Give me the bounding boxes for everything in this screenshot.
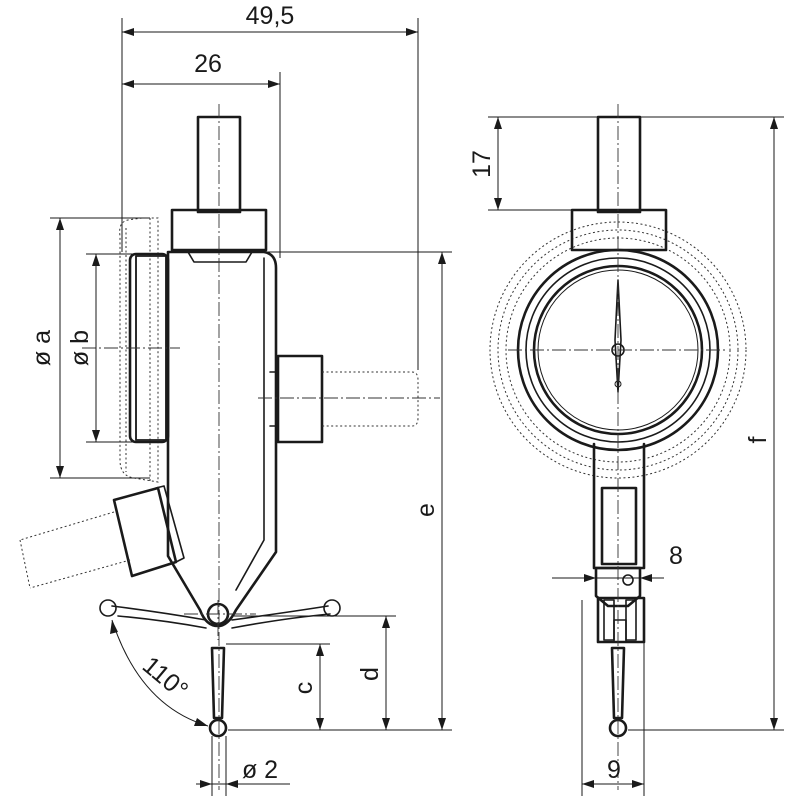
dim-angle-arc xyxy=(111,619,209,727)
dim-dia-2-label: ø 2 xyxy=(242,756,278,784)
side-view xyxy=(19,104,440,790)
front-view xyxy=(489,104,747,790)
side-shaft-collar xyxy=(276,354,324,444)
dim-c-label: c xyxy=(290,682,318,695)
front-outer-ring-dotted xyxy=(489,221,747,479)
dim-dia-a-label: ø a xyxy=(28,330,56,366)
front-top-nut xyxy=(570,208,668,252)
side-main-body xyxy=(166,250,278,628)
side-shaft xyxy=(322,371,419,427)
side-bezel-dotted xyxy=(119,217,159,483)
dim-dia-b-label: ø b xyxy=(66,330,94,366)
dim-9-label: 9 xyxy=(607,756,621,784)
front-window xyxy=(600,486,638,566)
side-angled-plunger xyxy=(19,485,185,589)
front-lower-block xyxy=(594,566,642,608)
front-dimensions: 17 f 8 9 xyxy=(468,116,784,796)
dim-26-label: 26 xyxy=(194,50,222,78)
dim-angle-label: 110° xyxy=(137,651,193,704)
dim-8-label: 8 xyxy=(669,542,683,570)
dim-17-label: 17 xyxy=(468,150,496,178)
dim-f-label: f xyxy=(744,436,772,443)
side-contact-point xyxy=(208,646,228,738)
front-top-stem xyxy=(596,115,642,214)
dim-d-label: d xyxy=(356,667,384,681)
front-clamp xyxy=(596,596,646,644)
dim-e-label: e xyxy=(412,503,440,517)
dim-49-5-label: 49,5 xyxy=(246,2,295,30)
